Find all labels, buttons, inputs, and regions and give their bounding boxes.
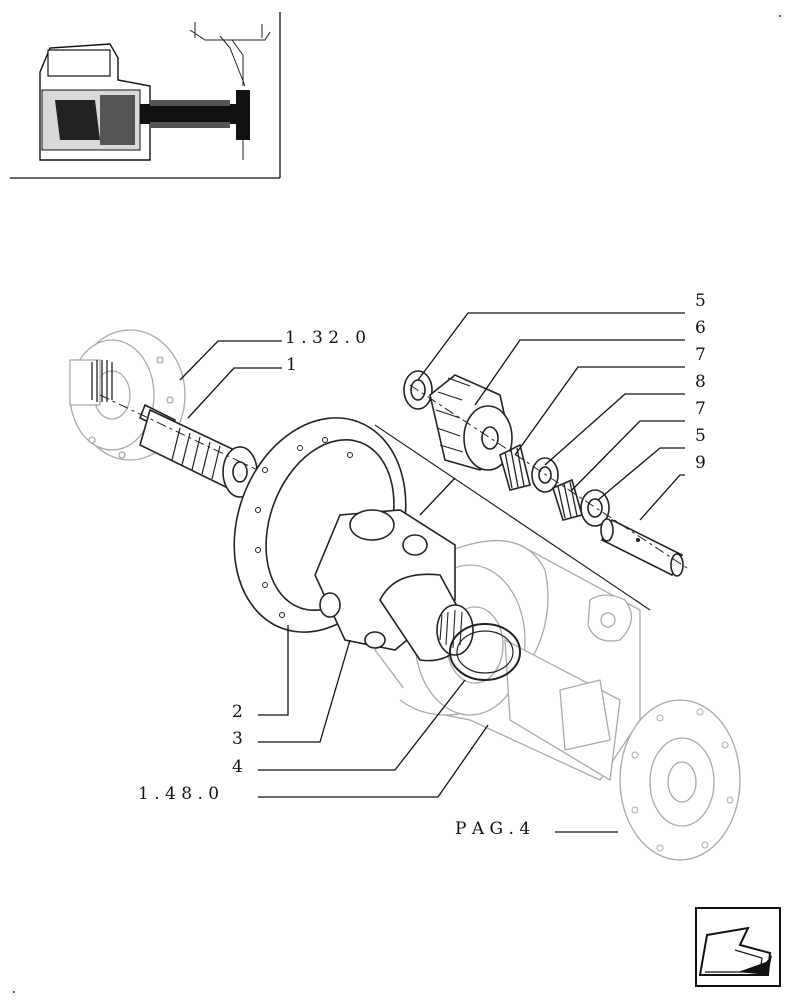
callout-item-2: 2 — [232, 702, 243, 722]
tractor-locator-thumbnail — [10, 12, 281, 179]
callout-ref-pag-4: P A G . 4 — [455, 819, 530, 839]
callout-ref-1-32-0: 1 . 3 2 . 0 — [285, 328, 366, 348]
needle-bearing-part-7b — [552, 478, 583, 521]
callout-item-7b: 7 — [695, 399, 706, 419]
thrust-washer-part-5b — [580, 489, 610, 527]
callout-item-6: 6 — [695, 318, 706, 338]
planet-carrier-part-3 — [314, 509, 474, 662]
pin-part-9 — [600, 518, 684, 577]
print-dot — [779, 15, 781, 17]
callout-ref-1-48-0: 1 . 4 8 . 0 — [138, 784, 219, 804]
back-arrow-icon[interactable] — [695, 907, 781, 987]
callout-item-7a: 7 — [695, 345, 706, 365]
callout-item-3: 3 — [232, 729, 243, 749]
callout-item-5a: 5 — [695, 291, 706, 311]
print-dot — [13, 991, 15, 993]
needle-bearing-part-7a — [499, 443, 531, 491]
callout-item-4: 4 — [232, 757, 243, 777]
leader-lines — [179, 312, 685, 833]
planet-gear-part-6 — [429, 374, 513, 471]
spacer-part-8 — [531, 457, 559, 493]
callout-item-5b: 5 — [695, 426, 706, 446]
snap-ring-part-4 — [449, 623, 521, 681]
callout-item-8: 8 — [695, 372, 706, 392]
callout-item-9: 9 — [695, 453, 706, 473]
callout-item-1: 1 — [286, 355, 297, 375]
